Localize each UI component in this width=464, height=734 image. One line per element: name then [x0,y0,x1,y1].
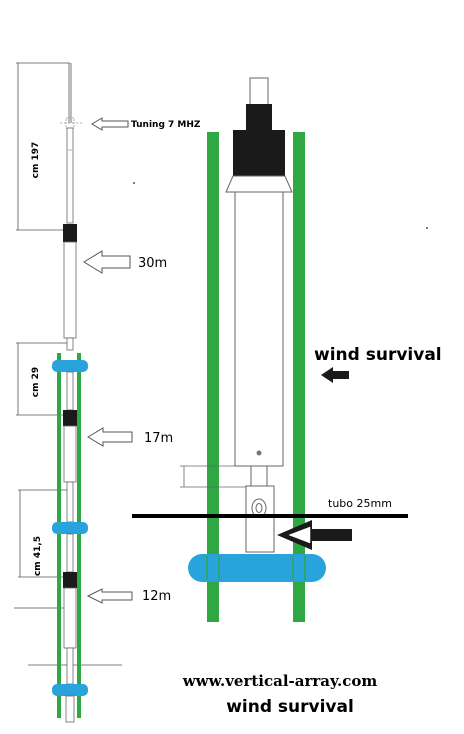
clamp-blue-detail [188,554,326,582]
detail-mount-block [245,485,275,553]
detail-trap-cap [233,130,285,176]
support-pole-detail-right [293,132,305,622]
clamp-blue-lower [52,684,88,696]
arrow-30m [83,250,131,274]
support-pole-detail-left [207,132,219,622]
dimension-label-197: cm 197 [31,142,41,179]
website-label: www.vertical-array.com [182,672,378,690]
detail-top-tube [249,77,269,107]
label-12m: 12m [142,589,171,604]
label-30m: 30m [138,256,167,271]
label-tuning: Tuning 7 MHZ [131,120,201,130]
label-wind-survival-side: wind survival [314,345,442,365]
support-pole-left-a [57,353,61,718]
label-tube: tubo 25mm [328,497,392,510]
support-pole-left-b [77,353,81,718]
antenna-overview: cm 197 cm 29 cm 41,5 Tuning 7 MHZ 30m 17… [14,62,201,723]
trap-30m-cap [63,224,77,242]
arrow-17m [87,427,133,447]
arrow-12m [86,588,133,604]
dimension-label-29: cm 29 [31,367,41,397]
label-wind-survival-bottom: wind survival [226,697,354,717]
trap-30m-body [63,241,77,339]
wind-arrow-side [321,367,349,383]
wind-arrow-detail [277,520,352,550]
label-17m: 17m [144,431,173,446]
clamp-blue-middle [52,522,88,534]
clamp-blue-upper [52,360,88,372]
trap-17m-body [63,425,77,483]
arrow-tuning [91,117,129,131]
dimension-label-41-5: cm 41,5 [33,536,43,576]
detail-trap-body [234,191,284,467]
mount-detail: tubo 25mm wind survival [132,77,442,622]
trap-12m-cap [63,572,77,588]
trap-17m-cap [63,410,77,426]
trap-12m-body [63,587,77,649]
